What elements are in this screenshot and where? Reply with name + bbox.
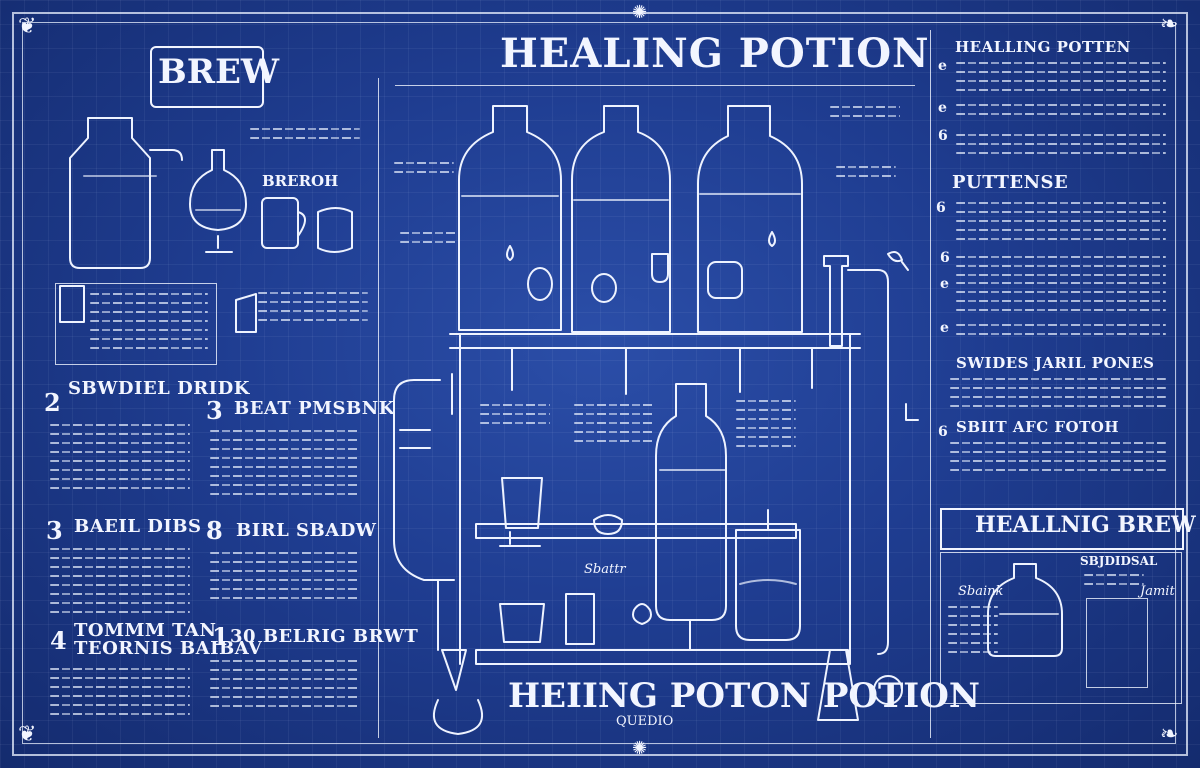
section-title: TOMMM TAN TEORNIS BAIBAV xyxy=(74,620,263,659)
right-text-lines xyxy=(956,104,1166,122)
panel-label: SBJDIDSAL xyxy=(1080,554,1158,568)
notes-box xyxy=(55,283,217,365)
corner-ornament-icon: ❧ xyxy=(1160,12,1179,37)
section-title: BIRL SBADW xyxy=(236,520,377,541)
right-section-heading: SWIDES JARIL PONES xyxy=(956,354,1155,372)
diagram-label-lines xyxy=(830,106,900,124)
bullet-marker: e xyxy=(940,276,949,292)
beaker-icon xyxy=(59,285,257,333)
pipe-icon xyxy=(817,255,903,721)
title-underline xyxy=(395,85,915,86)
brew-banner xyxy=(150,46,264,108)
bottle-icon xyxy=(571,105,671,333)
glass-icon xyxy=(499,477,595,645)
step-number: 3 xyxy=(206,396,223,425)
pipe-icon xyxy=(393,373,483,735)
section-text-lines xyxy=(210,552,360,606)
healing-brew-title: HEALLNIG BREW xyxy=(975,512,1196,538)
right-text-lines xyxy=(956,134,1166,161)
diagram-label-lines xyxy=(394,162,454,180)
notes-text-lines xyxy=(90,293,208,356)
panel-illustration-frame xyxy=(1086,598,1148,688)
diagram-label: Sbattr xyxy=(584,562,626,577)
step-number: 1 xyxy=(212,622,229,651)
section-text-lines xyxy=(50,424,190,496)
label-text-lines xyxy=(258,292,368,328)
jar-icon xyxy=(69,117,183,269)
bullet-marker: 6 xyxy=(938,128,948,144)
diagram-label-lines xyxy=(836,166,896,184)
brewer-label: BREROH xyxy=(262,172,339,190)
bullet-marker: 6 xyxy=(936,200,946,216)
section-title: 30 BELRIG BRWT xyxy=(230,626,419,647)
right-text-lines xyxy=(950,378,1166,414)
right-text-lines xyxy=(950,442,1166,478)
section-title: SBWDIEL DRIDK xyxy=(68,378,250,399)
panel-bottle-icon xyxy=(987,563,1063,657)
section-text-lines xyxy=(210,430,360,502)
healing-brew-banner xyxy=(940,508,1184,550)
beaker-icon xyxy=(593,509,801,641)
section-text-lines xyxy=(50,668,190,722)
inner-frame xyxy=(22,22,1176,744)
bottle-icon xyxy=(697,105,803,333)
outer-frame xyxy=(12,12,1188,756)
bullet-marker: 6 xyxy=(938,424,948,440)
right-text-lines xyxy=(956,324,1166,342)
panel-text-lines xyxy=(948,606,998,660)
shelf-rack xyxy=(449,333,861,665)
panel-label: Jamit xyxy=(1140,584,1175,599)
step-number: 4 xyxy=(50,626,67,655)
central-bottle-icon xyxy=(655,383,727,651)
diagram-label-lines xyxy=(400,232,460,250)
section-text-lines xyxy=(210,660,360,714)
panel-text-lines xyxy=(1084,574,1144,592)
right-text-lines xyxy=(956,282,1166,318)
bottle-icon xyxy=(458,105,562,331)
step-number: 8 xyxy=(206,516,223,545)
brew-banner-label: BREW xyxy=(158,52,280,92)
right-text-lines xyxy=(956,202,1166,247)
right-text-lines xyxy=(956,62,1166,98)
cup-icon xyxy=(261,197,353,253)
diagram-label-lines xyxy=(574,404,654,449)
bottom-center-ornament-icon: ✺ xyxy=(632,738,648,759)
section-title: BAEIL DIBS xyxy=(74,516,202,537)
column-divider xyxy=(378,78,379,738)
bullet-marker: e xyxy=(938,100,947,116)
column-divider xyxy=(930,30,931,738)
corner-ornament-icon: ❦ xyxy=(18,14,37,39)
step-number: 2 xyxy=(44,388,61,417)
corner-ornament-icon: ❧ xyxy=(1160,722,1179,747)
bullet-marker: e xyxy=(938,58,947,74)
diagram-label-lines xyxy=(480,404,550,431)
decor-icon xyxy=(887,251,919,421)
section-text-lines xyxy=(50,548,190,620)
diagram-subtitle: QUEDIO xyxy=(616,714,674,729)
step-number: 3 xyxy=(46,516,63,545)
right-column-title: HEALLING POTTEN xyxy=(955,38,1131,56)
healing-brew-panel xyxy=(940,552,1182,704)
bullet-marker: e xyxy=(940,320,949,336)
section-title: BEAT PMSBNK xyxy=(234,398,395,419)
label-text-lines xyxy=(250,128,360,146)
bullet-marker: 6 xyxy=(940,250,950,266)
diagram-label-lines xyxy=(736,400,796,454)
right-section-heading: SBIIT AFC FOTOH xyxy=(956,418,1119,436)
corner-ornament-icon: ❦ xyxy=(18,722,37,747)
right-text-lines xyxy=(956,256,1166,283)
page-title: HEALING POTION xyxy=(500,30,930,77)
right-section-heading: PUTTENSE xyxy=(952,172,1069,193)
top-center-ornament-icon: ✺ xyxy=(632,2,648,23)
flask-icon xyxy=(189,149,247,253)
